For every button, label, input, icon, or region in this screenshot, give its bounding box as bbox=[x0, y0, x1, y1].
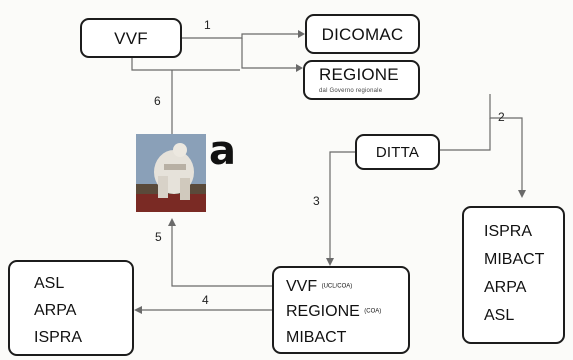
right-list-item: MIBACT bbox=[484, 251, 545, 268]
node-left-list: ASL ARPA ISPRA bbox=[8, 260, 134, 356]
left-list-item: ASL bbox=[34, 275, 65, 292]
right-list: ISPRA MIBACT ARPA ASL bbox=[484, 218, 544, 330]
left-list-item: ARPA bbox=[34, 302, 77, 319]
left-list-item: ISPRA bbox=[34, 329, 83, 346]
edge-5 bbox=[171, 222, 272, 287]
edge-vvf-dicomac bbox=[182, 33, 298, 39]
edge-ditta-regione bbox=[438, 118, 491, 151]
edge-2 bbox=[489, 94, 523, 194]
edge-number-1: 1 bbox=[204, 18, 211, 32]
center-item-vvf-label: VVF bbox=[286, 278, 318, 295]
arrowhead-dicomac bbox=[298, 30, 305, 38]
arrowhead-center bbox=[326, 258, 334, 266]
center-item-regione: REGIONE (COA) bbox=[286, 299, 381, 324]
edge-number-4: 4 bbox=[202, 293, 209, 307]
node-right-list: ISPRA MIBACT ARPA ASL bbox=[462, 206, 565, 344]
arrowhead-figure bbox=[168, 218, 176, 226]
right-list-item: ASL bbox=[484, 307, 515, 324]
center-item-vvf: VVF (UCL/COA) bbox=[286, 274, 381, 299]
right-list-item: ISPRA bbox=[484, 223, 533, 240]
node-vvf: VVF bbox=[80, 18, 182, 58]
node-vvf-label: VVF bbox=[114, 29, 148, 48]
node-regione: REGIONE dal Governo regionale bbox=[303, 60, 420, 100]
node-center: VVF (UCL/COA) REGIONE (COA) MIBACT bbox=[272, 266, 410, 354]
figure-letter: a bbox=[209, 128, 236, 174]
edge-number-5: 5 bbox=[155, 230, 162, 244]
center-item-regione-sub: (COA) bbox=[364, 308, 382, 315]
node-dicomac: DICOMAC bbox=[305, 14, 420, 54]
node-regione-sublabel: dal Governo regionale bbox=[319, 88, 383, 94]
node-ditta-label: DITTA bbox=[375, 144, 420, 161]
worker-photo bbox=[136, 134, 206, 212]
edge-number-3: 3 bbox=[313, 194, 320, 208]
edge-vvf-regione bbox=[241, 38, 296, 69]
edge-number-2: 2 bbox=[498, 110, 505, 124]
edge-6 bbox=[131, 58, 240, 71]
center-item-mibact: MIBACT bbox=[286, 328, 347, 346]
arrowhead-regione bbox=[296, 64, 303, 72]
center-item-regione-label: REGIONE bbox=[286, 303, 360, 321]
right-list-item: ARPA bbox=[484, 279, 527, 296]
center-list: VVF (UCL/COA) REGIONE (COA) MIBACT bbox=[286, 274, 381, 350]
left-list: ASL ARPA ISPRA bbox=[34, 270, 82, 351]
center-item-vvf-sub: (UCL/COA) bbox=[321, 283, 353, 290]
node-regione-label: REGIONE bbox=[319, 65, 399, 84]
node-dicomac-label: DICOMAC bbox=[321, 25, 404, 44]
arrowhead-right-list bbox=[518, 190, 526, 198]
node-ditta: DITTA bbox=[355, 134, 440, 170]
edge-3 bbox=[329, 151, 355, 262]
edge-number-6: 6 bbox=[154, 94, 161, 108]
worker-photo-image bbox=[136, 134, 206, 212]
arrowhead-left-list bbox=[134, 306, 142, 314]
